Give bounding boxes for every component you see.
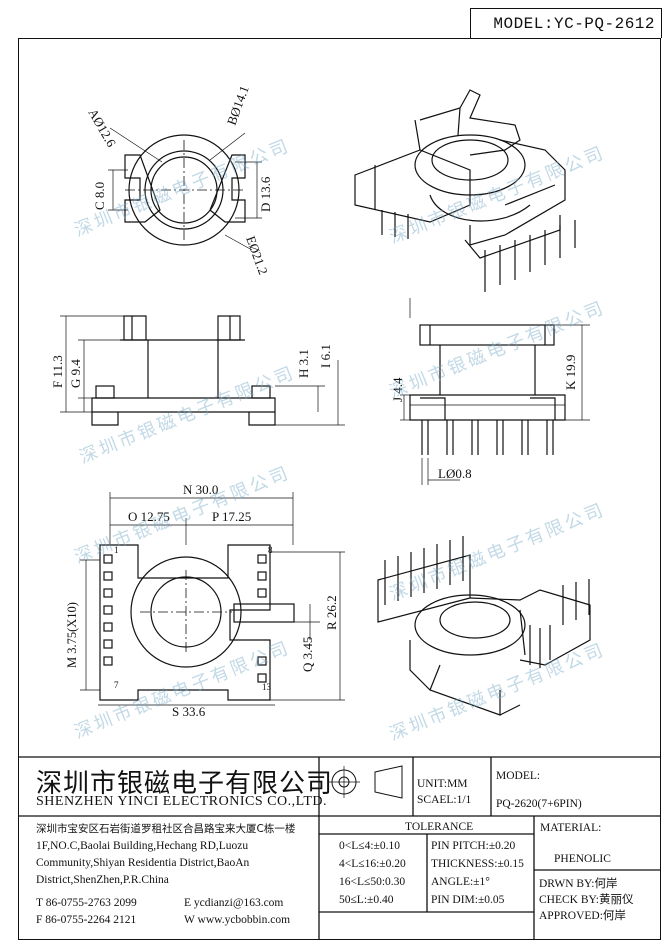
model-label: MODEL:YC-PQ-2612 [470, 8, 662, 38]
dim-h: H 3.1 [296, 349, 311, 378]
thickness: THICKNESS:±0.15 [431, 858, 524, 870]
address-en-2: Community,Shiyan Residentia District,Bao… [36, 857, 250, 869]
pin-pitch: PIN PITCH:±0.20 [431, 840, 516, 852]
tol-1: 0<L≤4:±0.10 [339, 840, 400, 852]
dim-j: J 4.4 [390, 377, 405, 402]
company-name-cn: 深圳市银磁电子有限公司 [36, 769, 334, 799]
drawing-sheet [18, 38, 661, 940]
pin-dim: PIN DIM:±0.05 [431, 894, 505, 906]
email: E ycdianzi@163.com [184, 897, 284, 909]
material-value: PHENOLIC [554, 853, 611, 865]
iso-view-top [354, 89, 576, 292]
tel: T 86-0755-2763 2099 [36, 897, 137, 909]
tolerance-title: TOLERANCE [405, 821, 474, 833]
dim-g: G 9.4 [68, 359, 83, 388]
address-en-1: 1F,NO.C,Baolai Building,Hechang RD,Luozu [36, 840, 249, 852]
address-cn: 深圳市宝安区石岩街道罗租社区合昌路宝来大厦C栋一楼 [36, 823, 296, 835]
dim-i: I 6.1 [318, 344, 333, 368]
front-view [400, 298, 590, 485]
scale: SCAEL:1/1 [417, 794, 472, 806]
dim-f: F 11.3 [50, 355, 65, 388]
dim-d: D 13.6 [258, 176, 273, 212]
dim-m: M 3.75(X10) [65, 602, 79, 668]
dim-o: O 12.75 [128, 509, 170, 524]
dim-a: AØ12.6 [85, 106, 119, 150]
dim-c: C 8.0 [92, 182, 107, 210]
dim-q: Q 3.45 [300, 637, 315, 672]
model-title: MODEL: [496, 770, 541, 782]
side-view [60, 315, 345, 426]
pin-13-label: 13 [262, 682, 272, 692]
tol-4: 50≤L:±0.40 [339, 894, 394, 906]
fax: F 86-0755-2264 2121 [36, 914, 137, 926]
dim-r: R 26.2 [324, 595, 339, 630]
dim-e: EØ21.2 [243, 234, 271, 277]
pin-7-label: 7 [114, 680, 119, 690]
drawn-by: DRWN BY:何岸 [539, 878, 618, 890]
angle: ANGLE:±1° [431, 876, 490, 888]
company-name-en: SHENZHEN YINCI ELECTRONICS CO.,LTD. [36, 794, 328, 809]
dim-k: K 19.9 [563, 355, 578, 390]
bottom-view [80, 492, 345, 706]
pin-8-label: 8 [268, 545, 273, 555]
tol-3: 16<L≤50:0.30 [339, 876, 406, 888]
approved-by: APPROVED:何岸 [539, 910, 626, 922]
dim-p: P 17.25 [212, 509, 251, 524]
check-by: CHECK BY:黄丽仪 [539, 894, 634, 906]
iso-view-bottom [377, 536, 591, 716]
dim-l: LØ0.8 [438, 466, 472, 481]
unit: UNIT:MM [417, 778, 468, 790]
pin-1-label: 1 [114, 545, 119, 555]
dim-b: BØ14.1 [224, 84, 252, 127]
address-en-3: District,ShenZhen,P.R.China [36, 874, 169, 886]
dim-s: S 33.6 [172, 704, 206, 719]
tol-2: 4<L≤16:±0.20 [339, 858, 406, 870]
dim-n: N 30.0 [183, 482, 218, 497]
material-title: MATERIAL: [540, 822, 602, 834]
title-block-grid [18, 756, 661, 940]
model-value: PQ-2620(7+6PIN) [496, 798, 582, 810]
title-block: 深圳市银磁电子有限公司 SHENZHEN YINCI ELECTRONICS C… [18, 757, 661, 940]
top-view [108, 127, 262, 251]
website: W www.ycbobbin.com [184, 914, 291, 926]
